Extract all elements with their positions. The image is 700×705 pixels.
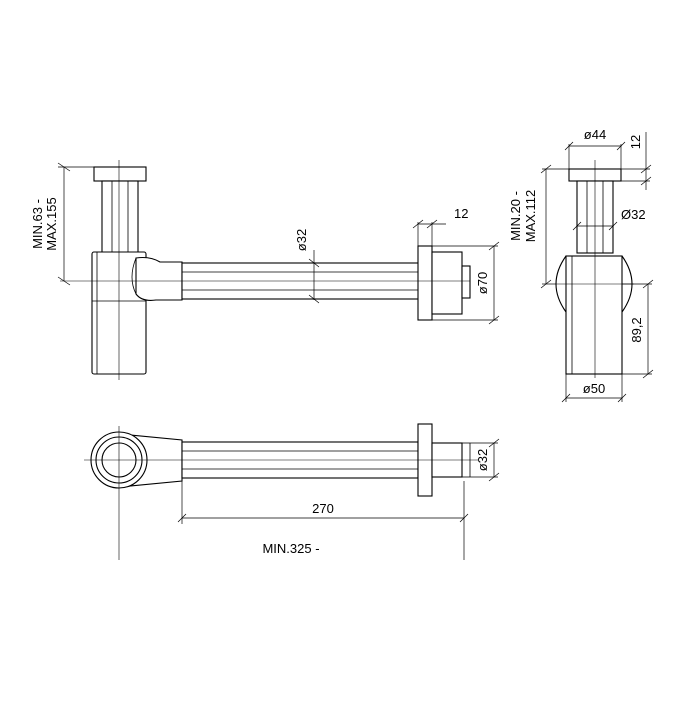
top-pipe-diameter-label: ø32 bbox=[475, 449, 490, 471]
side-cap-thickness-label: 12 bbox=[628, 135, 643, 149]
front-height-label-line1: MIN.63 - bbox=[30, 199, 45, 249]
front-flange-thickness-label: 12 bbox=[454, 206, 468, 221]
side-pipe-diameter-label: Ø32 bbox=[621, 207, 646, 222]
front-pipe-diameter-label: ø32 bbox=[294, 229, 309, 251]
front-flange bbox=[417, 245, 433, 321]
side-cap-diameter-label: ø44 bbox=[584, 127, 606, 142]
front-flange-rosette bbox=[431, 251, 463, 315]
front-height-label-line2: MAX.155 bbox=[44, 197, 59, 250]
side-height-label-line2: MAX.112 bbox=[523, 190, 538, 243]
side-body-diameter-label: ø50 bbox=[583, 381, 605, 396]
front-flange-diameter-label: ø70 bbox=[475, 272, 490, 294]
front-cap bbox=[93, 166, 147, 182]
side-height-label-line1: MIN.20 - bbox=[508, 191, 523, 241]
front-view: MIN.63 - MAX.155 ø32 12 ø70 bbox=[30, 160, 500, 380]
top-total-length-label: MIN.325 - bbox=[262, 541, 319, 556]
top-view: ø32 270 MIN.325 - bbox=[84, 423, 500, 560]
side-bottle bbox=[565, 255, 623, 375]
front-tailpiece bbox=[101, 180, 139, 256]
front-pipe-end bbox=[461, 265, 471, 299]
top-pipe-length-label: 270 bbox=[312, 501, 334, 516]
side-view: ø44 12 MIN.20 - MAX.112 Ø32 89,2 bbox=[508, 127, 654, 403]
side-body-height-label: 89,2 bbox=[629, 317, 644, 342]
front-elbow bbox=[135, 256, 183, 301]
